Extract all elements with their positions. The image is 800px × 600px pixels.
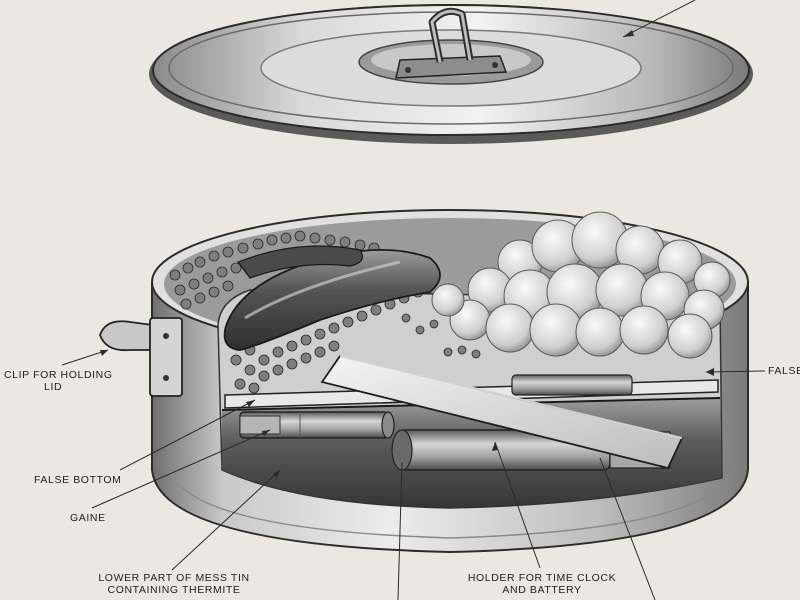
lid-leader-line <box>622 0 696 38</box>
label-lower-part: LOWER PART OF MESS TIN CONTAINING THERMI… <box>94 572 254 596</box>
label-clip-line1: CLIP FOR HOLDING <box>4 369 113 381</box>
food-contents <box>169 211 731 394</box>
leader-gaine <box>91 429 271 509</box>
leader-lines <box>61 349 766 600</box>
label-holder-line2: AND BATTERY <box>502 584 582 596</box>
label-lower-part-line2: CONTAINING THERMITE <box>107 584 241 596</box>
leader-false-bottom <box>119 399 256 471</box>
label-false-bottom: FALSE BOTTOM <box>34 474 122 486</box>
lid-clip <box>99 317 183 397</box>
mashed-potato <box>431 211 731 359</box>
label-gaine: GAINE <box>70 512 106 524</box>
leader-false-right <box>705 370 766 373</box>
lid <box>149 0 753 144</box>
leader-bottom-right <box>599 457 656 600</box>
peas <box>169 230 481 394</box>
leader-lower-part <box>171 469 281 571</box>
label-holder-line1: HOLDER FOR TIME CLOCK <box>467 572 617 584</box>
label-lower-part-line1: LOWER PART OF MESS TIN <box>98 572 250 584</box>
leader-bottom-left <box>397 461 403 600</box>
leader-clip <box>61 349 109 366</box>
label-clip-line2: LID <box>44 381 63 393</box>
mechanism <box>239 354 684 471</box>
label-holder: HOLDER FOR TIME CLOCK AND BATTERY <box>462 572 622 596</box>
leader-holder <box>494 441 541 569</box>
label-false-right: FALSE <box>768 365 800 377</box>
label-clip: CLIP FOR HOLDING LID <box>4 369 113 393</box>
